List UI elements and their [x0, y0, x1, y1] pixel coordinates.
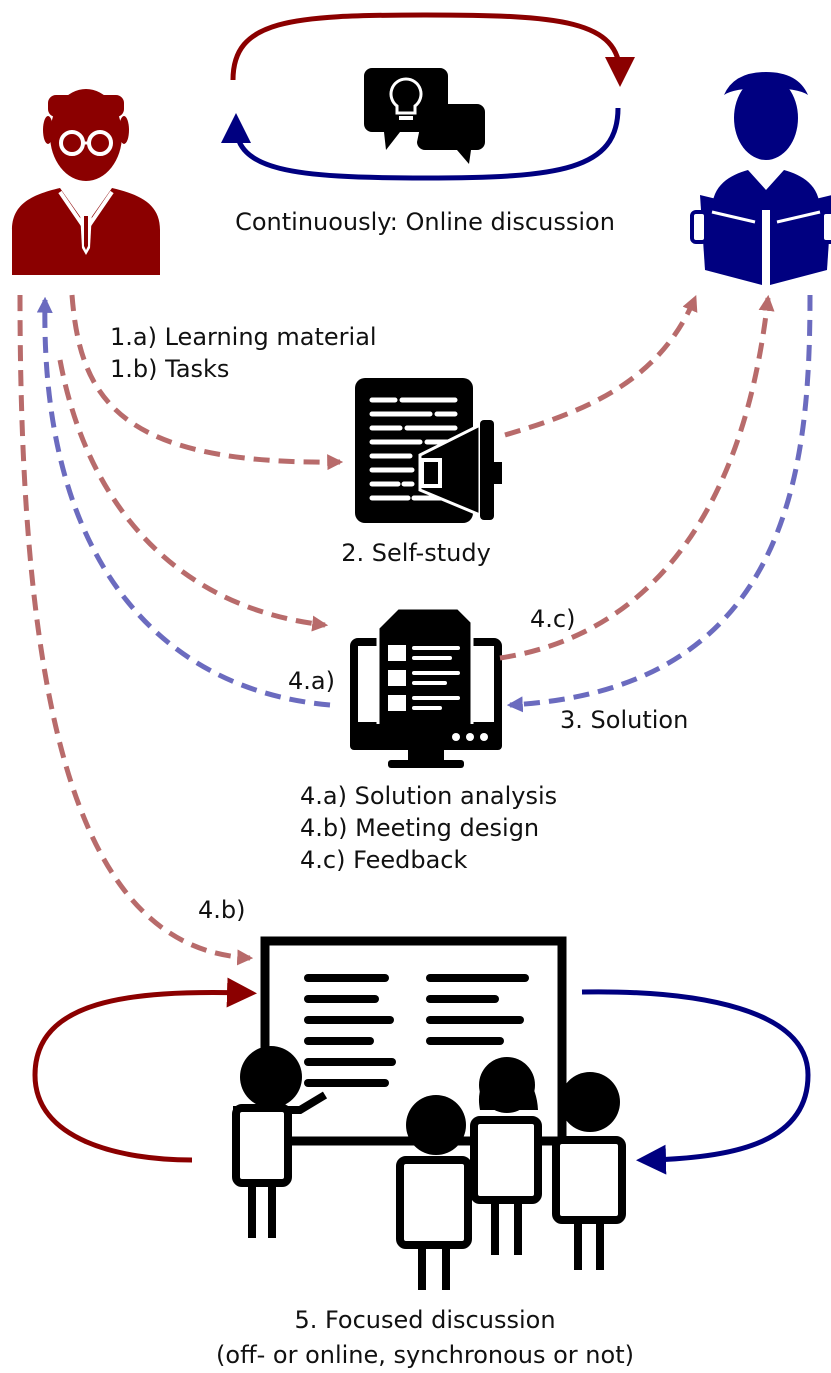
workflow-arrows: [17, 294, 813, 966]
step-4c-label: 4.c): [530, 605, 576, 633]
arrow-teacher-to-classroom: [17, 294, 254, 966]
feedback-label: 4.c) Feedback: [300, 846, 468, 874]
computer-document-icon: [350, 606, 502, 768]
whiteboard-group-icon: [232, 936, 626, 1290]
classroom-teacher-loop-arrow: [32, 977, 257, 1163]
tasks-label: 1.b) Tasks: [110, 355, 230, 383]
arrow-student-solution-to-computer: [506, 294, 813, 713]
focused-discussion-label: 5. Focused discussion: [294, 1306, 556, 1334]
teacher-person-icon: [12, 89, 160, 275]
arrow-selfstudy-to-student: [504, 295, 698, 438]
arrow-computer-feedback-to-student: [499, 294, 775, 661]
meeting-design-label: 4.b) Meeting design: [300, 814, 540, 842]
teacher-to-student-loop-arrow: [230, 12, 635, 87]
document-megaphone-icon: [355, 378, 502, 523]
learning-material-label: 1.a) Learning material: [110, 323, 377, 351]
online-discussion-loop: [221, 12, 635, 181]
solution-label: 3. Solution: [560, 706, 689, 734]
classroom-student-loop-arrow: [581, 989, 811, 1175]
solution-analysis-label: 4.a) Solution analysis: [300, 782, 558, 810]
student-reading-icon: [690, 72, 831, 285]
arrow-computer-analysis-to-teacher: [36, 296, 331, 708]
arrow-teacher-to-selfstudy: [69, 294, 344, 471]
step-4a-label: 4.a): [288, 667, 335, 695]
step-4b-label: 4.b): [198, 896, 246, 924]
online-discussion-label: Continuously: Online discussion: [235, 208, 615, 236]
self-study-label: 2. Self-study: [341, 539, 491, 567]
focused-discussion-sublabel: (off- or online, synchronous or not): [216, 1341, 634, 1369]
arrow-teacher-to-computer: [57, 359, 329, 632]
student-to-teacher-loop-arrow: [221, 107, 621, 181]
chat-bubbles-lightbulb-icon: [364, 68, 485, 164]
